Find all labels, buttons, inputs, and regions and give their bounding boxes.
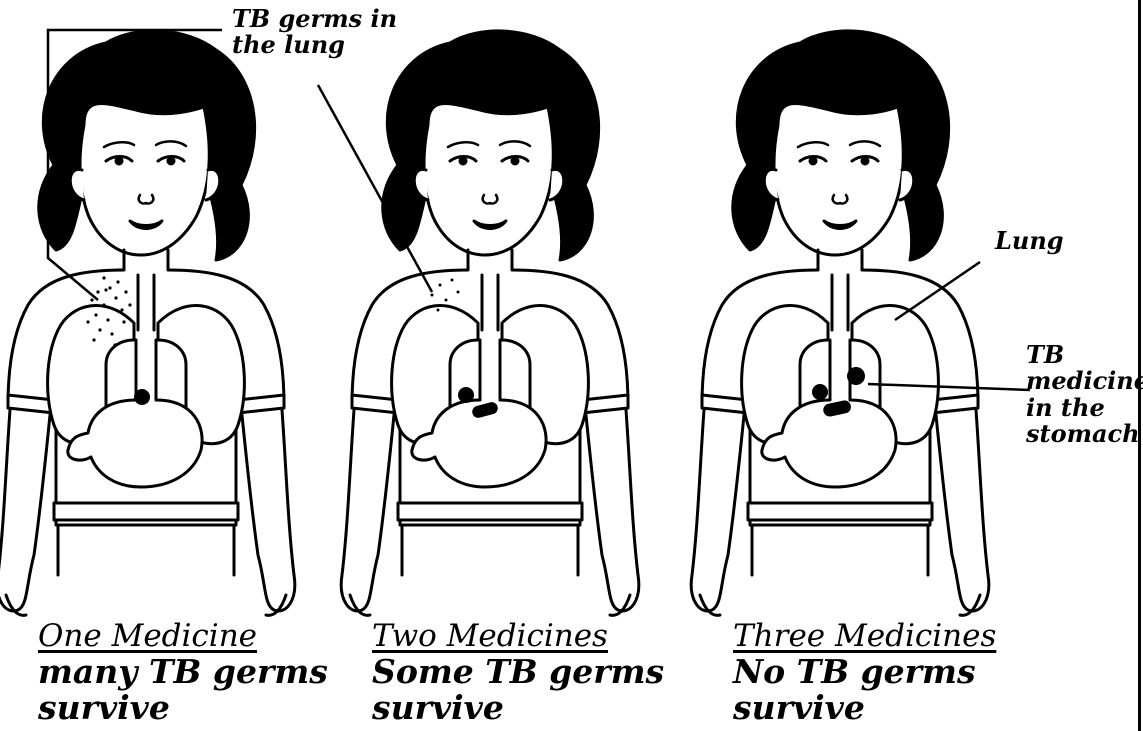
caption-one-medicine: One Medicine many TB germs survive xyxy=(38,618,328,727)
label-line: in the xyxy=(1026,395,1143,421)
caption-three-medicines: Three Medicines No TB germs survive xyxy=(733,618,996,727)
caption-line: survive xyxy=(38,690,328,726)
label-line: TB germs in xyxy=(232,6,397,32)
figure-two-medicines xyxy=(341,31,639,615)
figure-three-medicines xyxy=(691,31,989,615)
label-line: the lung xyxy=(232,32,397,58)
page-edge-border xyxy=(1138,0,1141,731)
caption-line: Some TB germs xyxy=(372,654,664,690)
pill-2 xyxy=(847,367,865,385)
figure-one-medicine xyxy=(0,31,295,615)
label-lung: Lung xyxy=(995,228,1064,254)
caption-line: many TB germs xyxy=(38,654,328,690)
label-tb-medicines-in-stomach: TB medicines in the stomach xyxy=(1026,342,1143,448)
caption-heading: One Medicine xyxy=(38,618,328,654)
caption-heading: Three Medicines xyxy=(733,618,996,654)
label-line: medicines xyxy=(1026,368,1143,394)
caption-two-medicines: Two Medicines Some TB germs survive xyxy=(372,618,664,727)
label-line: stomach xyxy=(1026,421,1143,447)
pill-1 xyxy=(134,389,150,405)
pill-1 xyxy=(812,384,828,400)
caption-line: No TB germs xyxy=(733,654,996,690)
caption-heading: Two Medicines xyxy=(372,618,664,654)
caption-line: survive xyxy=(372,690,664,726)
label-tb-germs-in-lung: TB germs in the lung xyxy=(232,6,397,59)
pill-1 xyxy=(458,387,474,403)
label-line: TB xyxy=(1026,342,1143,368)
caption-line: survive xyxy=(733,690,996,726)
